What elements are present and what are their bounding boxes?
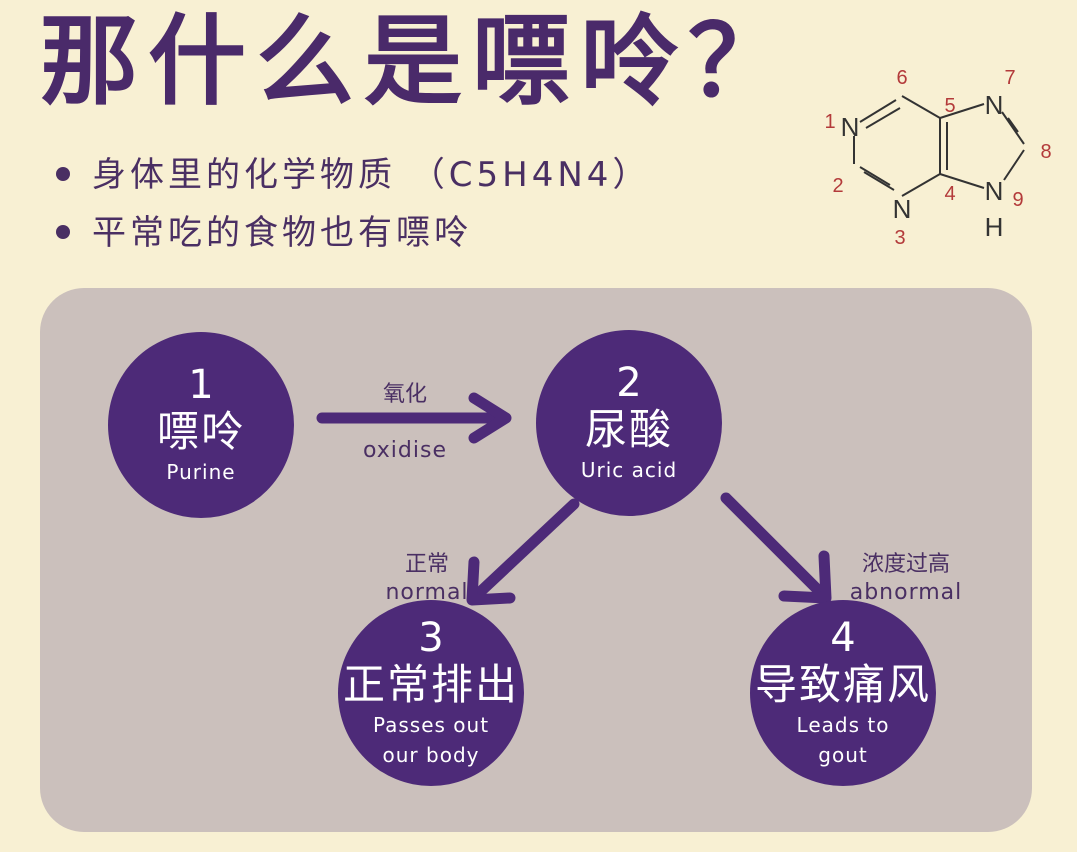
bond	[901, 173, 941, 197]
position-9: 9	[1012, 189, 1023, 211]
bullet-text: 平常吃的食物也有嘌呤	[92, 213, 472, 253]
position-1: 1	[824, 111, 835, 133]
node-title-en: Passes out	[372, 713, 490, 737]
node-title-en: Uric acid	[580, 458, 678, 482]
edge-label-normal-cn: 正常	[404, 552, 449, 577]
node-title-cn: 嘌呤	[156, 407, 245, 456]
bond	[865, 107, 901, 129]
bond	[859, 99, 897, 123]
node-number: 2	[616, 360, 642, 406]
bullet-text: 身体里的化学物质 （C5H4N4）	[92, 155, 651, 195]
atom-n7: N	[985, 90, 1004, 120]
edge-label-abnormal-cn: 浓度过高	[861, 552, 950, 577]
edge-label-abnormal-en: abnormal	[849, 580, 963, 605]
node-number: 1	[188, 362, 214, 408]
arrow-abnormal	[720, 492, 832, 604]
position-8: 8	[1040, 141, 1051, 163]
position-7: 7	[1004, 67, 1015, 89]
purine-structure-diagram: N N N N H 1 2 3 4 5 6 7 8 9	[824, 67, 1051, 249]
atom-h9: H	[985, 212, 1004, 242]
page-title: 那什么是嘌呤？	[40, 5, 797, 119]
atom-n9: N	[985, 176, 1004, 206]
bullet-dot-icon	[56, 166, 70, 181]
node-title-cn: 导致痛风	[754, 660, 931, 709]
bullet-item: 身体里的化学物质 （C5H4N4）	[56, 146, 650, 204]
node-number: 4	[830, 615, 856, 661]
bond	[939, 103, 985, 119]
edge-label-oxidise-en: oxidise	[363, 438, 447, 463]
bond	[1007, 117, 1019, 133]
node-number: 3	[418, 615, 444, 661]
bullet-list: 身体里的化学物质 （C5H4N4） 平常吃的食物也有嘌呤	[56, 146, 650, 262]
bond	[859, 166, 891, 186]
node-title-en: gout	[818, 743, 868, 767]
node-passes-out: 3 正常排出 Passes out our body	[338, 600, 524, 786]
node-uric-acid: 2 尿酸 Uric acid	[536, 330, 722, 516]
bond	[901, 95, 941, 119]
position-3: 3	[894, 227, 905, 249]
atom-n1: N	[841, 112, 860, 142]
node-title-en: Leads to	[796, 713, 890, 737]
bond	[863, 171, 895, 191]
node-gout: 4 导致痛风 Leads to gout	[750, 600, 936, 786]
arrow-normal	[466, 498, 580, 606]
bond	[939, 173, 985, 189]
position-4: 4	[944, 183, 955, 205]
position-2: 2	[832, 175, 843, 197]
purine-bonds	[853, 95, 1025, 197]
edge-label-oxidise-cn: 氧化	[382, 382, 427, 407]
bond	[1001, 111, 1025, 145]
node-purine: 1 嘌呤 Purine	[108, 332, 294, 518]
node-title-en: Purine	[166, 460, 236, 484]
position-6: 6	[896, 67, 907, 89]
bullet-item: 平常吃的食物也有嘌呤	[56, 204, 650, 262]
atom-n3: N	[893, 194, 912, 224]
node-title-en: our body	[382, 743, 480, 767]
node-title-cn: 尿酸	[584, 405, 673, 454]
node-title-cn: 正常排出	[342, 660, 519, 709]
bullet-dot-icon	[56, 224, 70, 239]
position-5: 5	[944, 95, 955, 117]
arrow-oxidise	[316, 392, 512, 444]
bond	[1003, 149, 1025, 181]
